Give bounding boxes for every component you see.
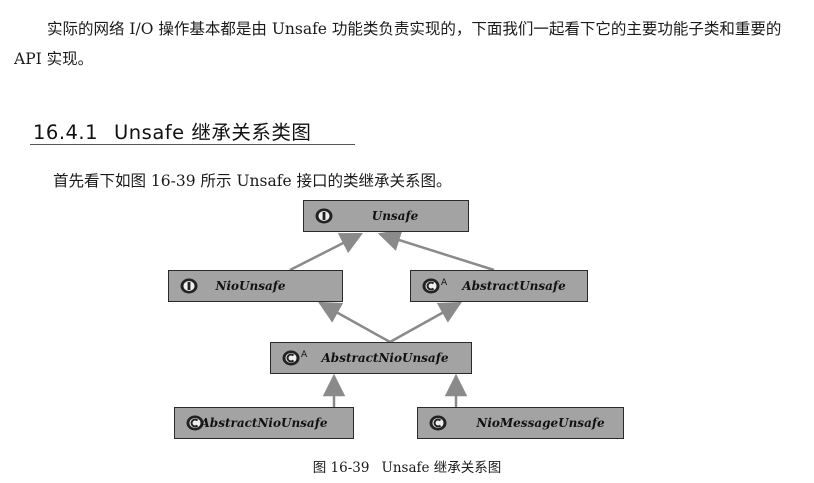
class-label: AbstractUnsafe xyxy=(462,279,566,293)
section-number: 16.4.1 xyxy=(33,121,99,144)
class-box-abstractniounsafe: A AbstractNioUnsafe xyxy=(270,342,472,374)
edge-niounsafe-to-unsafe xyxy=(289,232,364,272)
class-box-niounsafe: NioUnsafe xyxy=(168,270,343,302)
figure-intro-paragraph: 首先看下如图 16-39 所示 Unsafe 接口的类继承关系图。 xyxy=(53,172,452,190)
edge-abstractniounsafe-to-abstractunsafe xyxy=(389,301,462,344)
class-icon xyxy=(429,415,447,431)
interface-icon xyxy=(180,278,198,294)
edge-abstractniounsafe-to-niounsafe xyxy=(318,301,391,344)
class-box-abstractunsafe: A AbstractUnsafe xyxy=(410,270,588,302)
abstract-marker: A xyxy=(441,278,448,288)
class-label: NioUnsafe xyxy=(215,279,286,293)
interface-icon xyxy=(315,208,333,224)
class-box-unsafe: Unsafe xyxy=(303,200,469,232)
figure-number: 图 16-39 xyxy=(312,460,370,476)
figure-caption: 图 16-39 Unsafe 继承关系图 xyxy=(0,456,814,476)
abstract-class-icon: A xyxy=(422,278,448,294)
class-label: Unsafe xyxy=(371,209,419,223)
edge-abstractunsafe-to-unsafe xyxy=(377,229,495,272)
section-title: Unsafe 继承关系类图 xyxy=(114,121,312,144)
class-label: AbstractNioUnsafe xyxy=(200,416,328,430)
class-label: AbstractNioUnsafe xyxy=(321,351,449,365)
class-box-abstractniounsafe-child: AbstractNioUnsafe xyxy=(174,407,354,439)
heading-underline xyxy=(30,144,355,145)
class-label: NioMessageUnsafe xyxy=(476,416,605,430)
abstract-marker: A xyxy=(301,350,308,360)
class-box-niomessageunsafe: NioMessageUnsafe xyxy=(417,407,624,439)
abstract-class-icon: A xyxy=(282,350,308,366)
intro-paragraph: 实际的网络 I/O 操作基本都是由 Unsafe 功能类负责实现的，下面我们一起… xyxy=(14,20,782,68)
section-heading: 16.4.1 Unsafe 继承关系类图 xyxy=(33,116,311,145)
class-icon xyxy=(186,415,204,431)
figure-caption-text: Unsafe 继承关系图 xyxy=(381,460,502,476)
